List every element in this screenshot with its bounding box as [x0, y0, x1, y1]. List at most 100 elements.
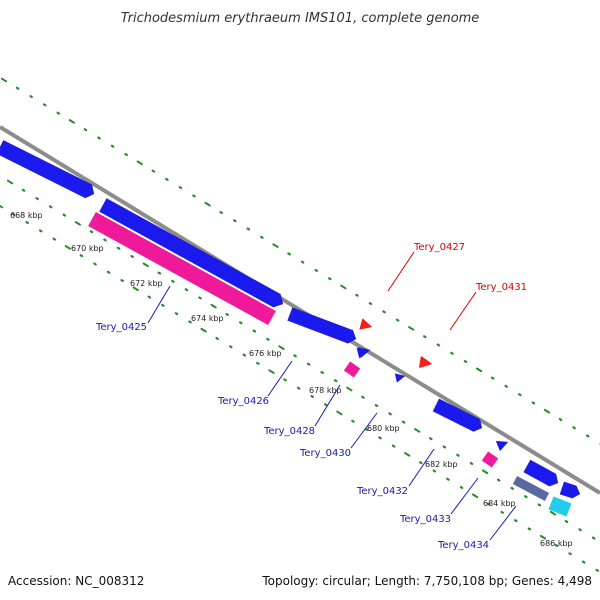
minor-tick — [388, 412, 392, 416]
minor-tick — [35, 197, 39, 201]
minor-tick — [256, 361, 260, 365]
gene-feature — [356, 347, 371, 359]
minor-tick — [260, 235, 264, 239]
minor-tick — [89, 230, 94, 234]
major-tick — [200, 327, 207, 333]
gene-feature — [432, 398, 483, 432]
inner-tick-ring — [0, 204, 600, 572]
gene-label: Tery_0430 — [299, 448, 351, 459]
minor-tick — [296, 386, 301, 390]
minor-tick — [531, 401, 536, 405]
minor-tick — [378, 436, 382, 440]
gene-label: Tery_0434 — [437, 540, 489, 551]
gene-label-leader — [450, 477, 479, 515]
minor-tick — [25, 221, 29, 225]
gene-label-leader — [387, 251, 415, 292]
major-tick — [471, 493, 479, 499]
minor-tick — [266, 337, 270, 341]
genome-backbone — [0, 125, 600, 495]
minor-tick — [572, 426, 576, 430]
minor-tick — [374, 404, 379, 408]
minor-tick — [178, 186, 183, 190]
major-tick — [346, 386, 353, 392]
minor-tick — [219, 210, 223, 214]
gene-label-leader — [267, 360, 293, 397]
major-tick — [475, 367, 483, 373]
minor-tick — [192, 194, 196, 198]
minor-tick — [79, 254, 84, 258]
gene-label: Tery_0433 — [399, 514, 451, 525]
gene-label: Tery_0432 — [356, 486, 408, 497]
minor-tick — [368, 302, 373, 306]
major-tick — [132, 286, 139, 292]
major-tick — [278, 345, 285, 350]
minor-tick — [116, 246, 121, 250]
minor-tick — [48, 205, 53, 209]
major-tick — [336, 410, 343, 416]
gene-labels: Tery_0425Tery_0426Tery_0427Tery_0428Tery… — [95, 242, 527, 551]
major-tick — [136, 160, 143, 166]
minor-tick — [120, 279, 124, 283]
minor-tick — [174, 312, 179, 316]
gene-feature — [523, 459, 559, 487]
kbp-tick-label: 672 kbp — [130, 279, 163, 288]
minor-tick — [459, 486, 464, 490]
minor-tick — [446, 477, 450, 481]
minor-tick — [97, 136, 101, 140]
minor-tick — [29, 95, 33, 99]
minor-tick — [238, 321, 243, 325]
minor-tick — [429, 437, 433, 441]
minor-tick — [500, 510, 505, 514]
minor-tick — [246, 227, 251, 231]
accession-text: Accession: NC_008312 — [8, 574, 144, 588]
minor-tick — [595, 568, 600, 572]
minor-tick — [83, 128, 88, 132]
minor-tick — [198, 296, 202, 300]
map-title: Trichodesmium erythraeum IMS101, complet… — [121, 11, 480, 26]
minor-tick — [184, 288, 189, 292]
gene-label: Tery_0431 — [475, 282, 527, 293]
minor-tick — [147, 295, 152, 299]
major-tick — [74, 221, 82, 226]
outer-tick-ring — [0, 77, 600, 445]
gene-feature — [559, 481, 581, 499]
major-tick — [68, 119, 76, 124]
gene-feature — [548, 496, 572, 517]
minor-tick — [419, 461, 423, 465]
minor-tick — [232, 219, 237, 223]
minor-tick — [423, 335, 427, 339]
minor-tick — [228, 345, 233, 349]
minor-tick — [382, 310, 386, 314]
gene-features — [0, 139, 581, 517]
minor-tick — [103, 238, 107, 242]
minor-tick — [554, 543, 559, 547]
minor-tick — [300, 260, 305, 264]
minor-tick — [504, 384, 509, 388]
gene-feature — [418, 356, 433, 368]
kbp-tick-label: 680 kbp — [367, 424, 400, 433]
gene-label-leader — [489, 505, 517, 541]
major-tick — [539, 534, 547, 540]
minor-tick — [395, 318, 400, 322]
minor-tick — [564, 519, 569, 523]
major-tick — [408, 326, 415, 331]
minor-tick — [456, 453, 460, 457]
minor-tick — [436, 343, 441, 347]
minor-tick — [391, 444, 396, 448]
minor-tick — [42, 103, 47, 107]
minor-tick — [524, 495, 528, 499]
major-tick — [142, 262, 149, 268]
gene-label: Tery_0425 — [95, 322, 147, 333]
minor-tick — [578, 528, 582, 532]
minor-tick — [130, 255, 134, 259]
minor-tick — [293, 354, 297, 358]
minor-tick — [591, 536, 596, 540]
minor-tick — [361, 395, 365, 399]
minor-tick — [252, 329, 257, 333]
major-tick — [340, 284, 347, 290]
minor-tick — [518, 393, 522, 397]
gene-label-leader — [449, 291, 477, 331]
minor-tick — [463, 360, 468, 364]
